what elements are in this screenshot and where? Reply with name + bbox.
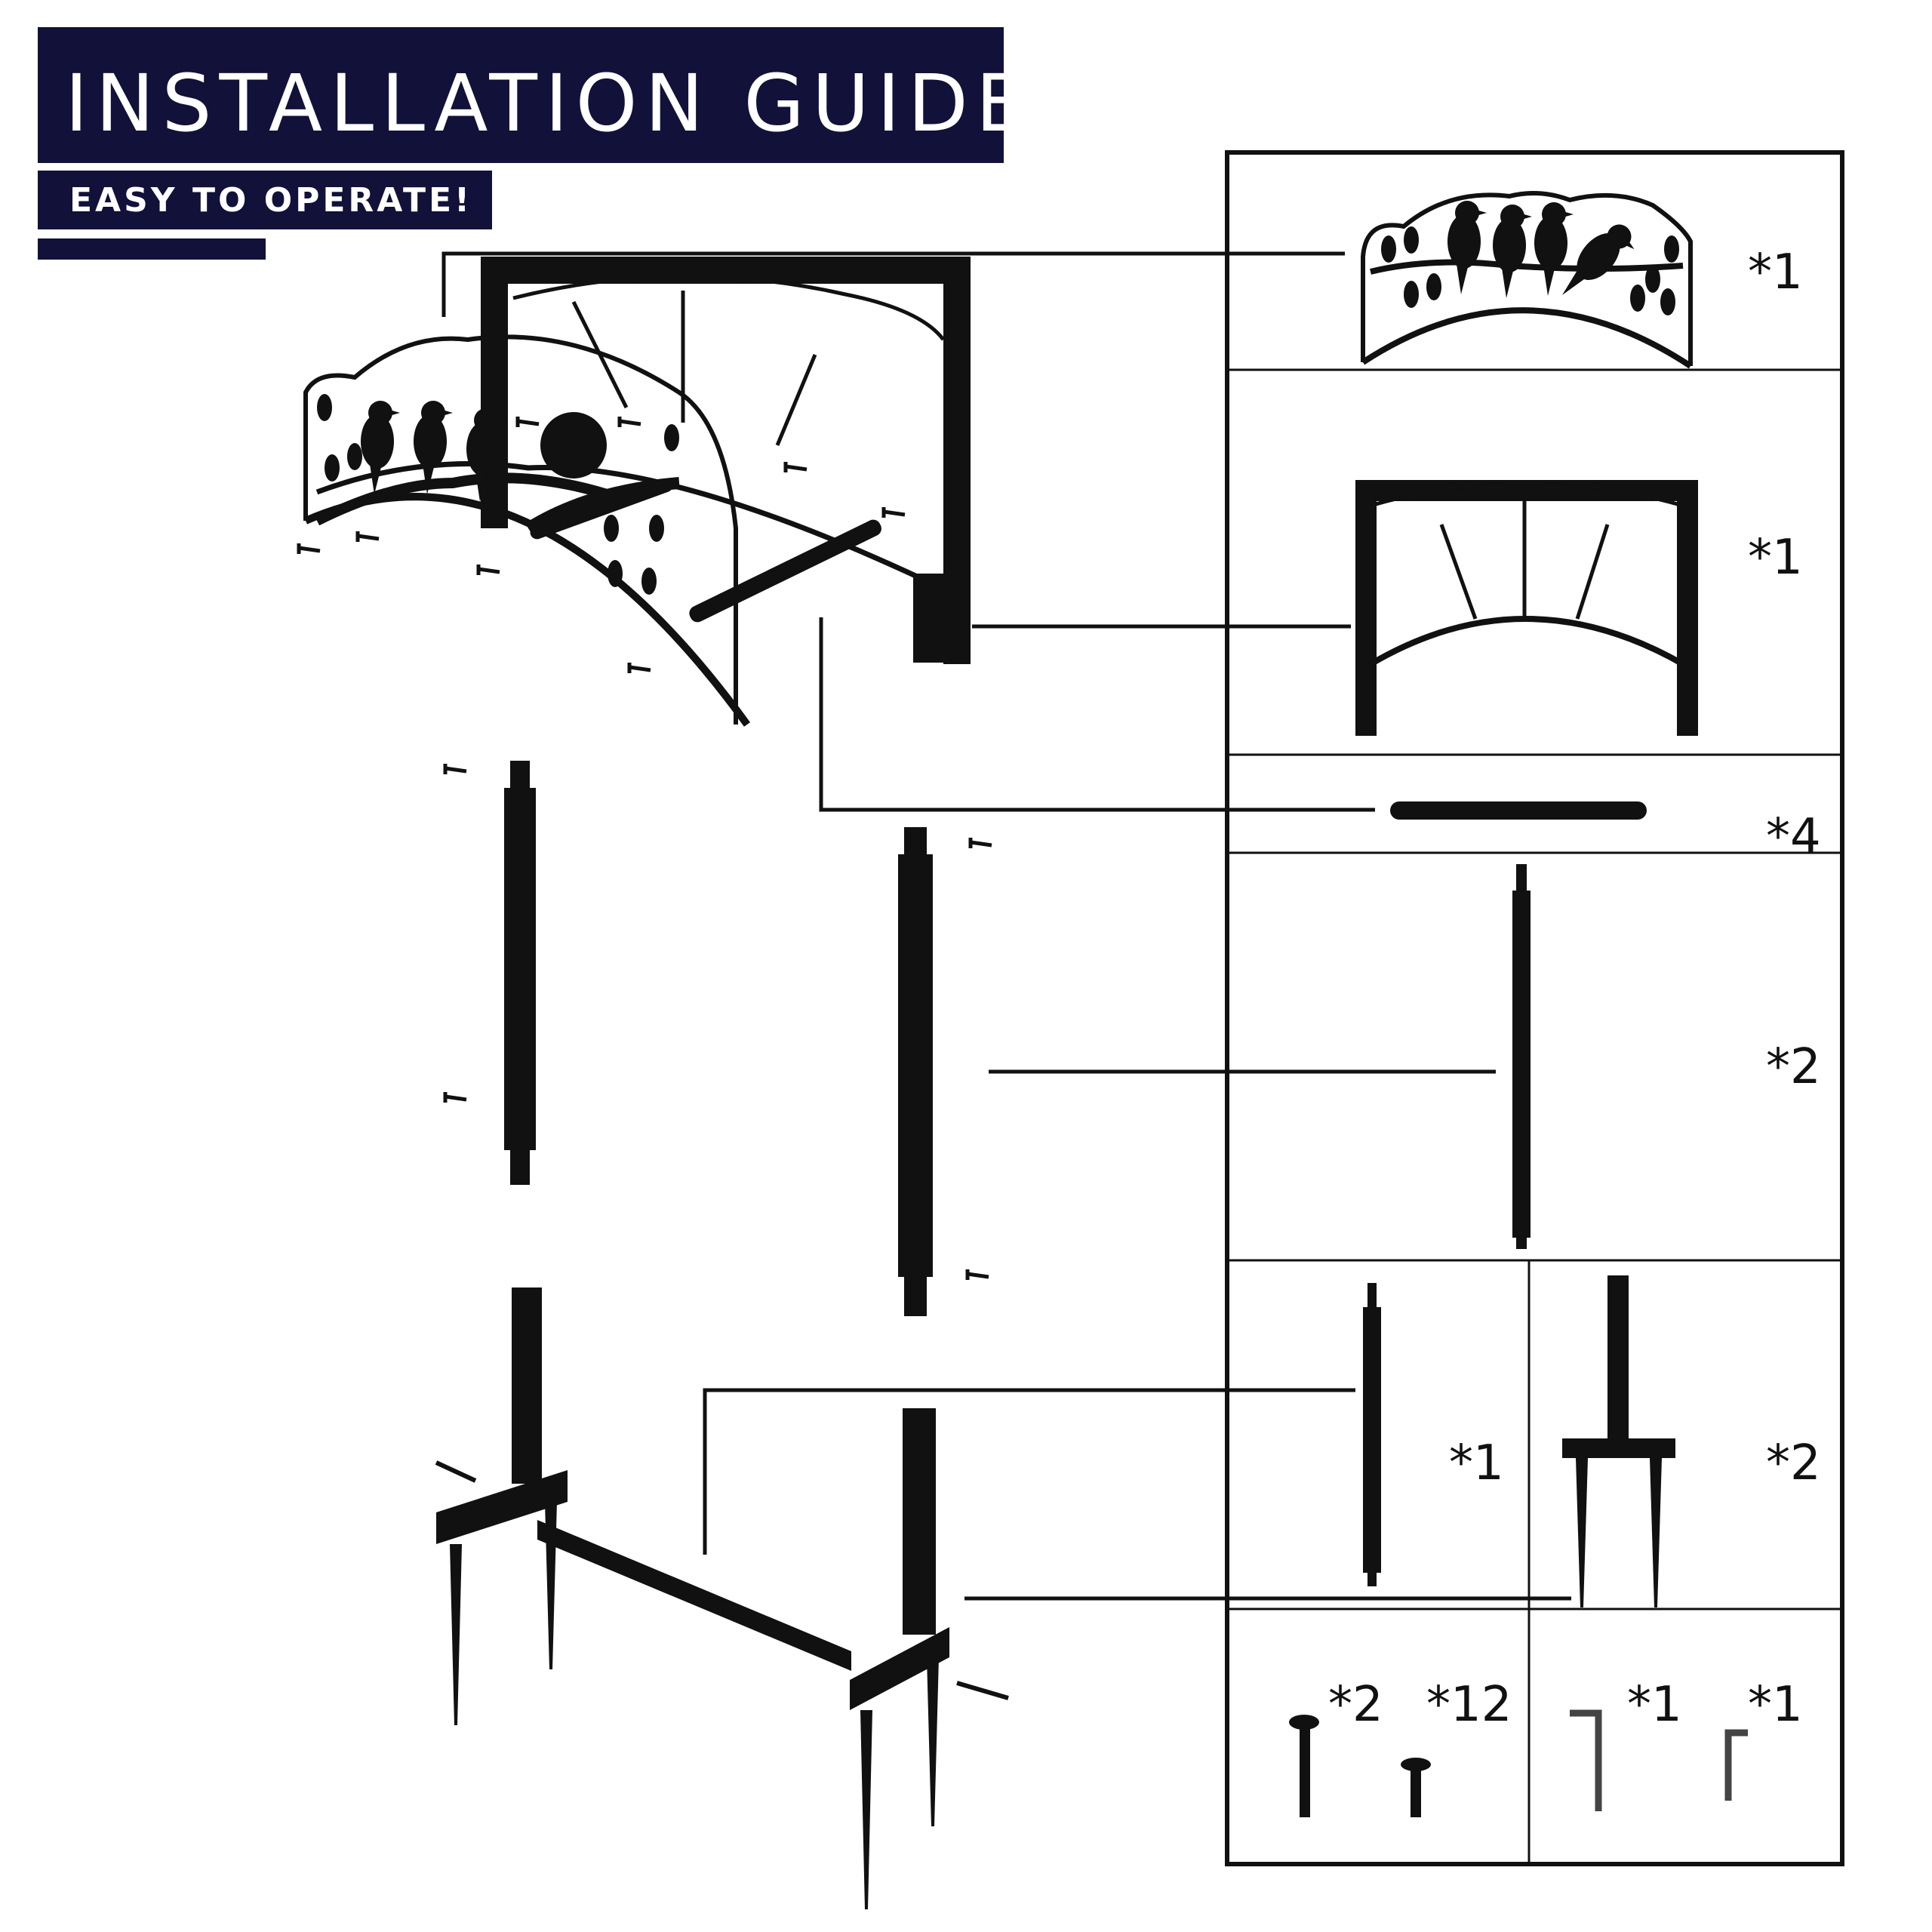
part-ground-stake-base: [1562, 1275, 1675, 1607]
assembled-upright-poles: [445, 761, 992, 1316]
part-cross-tube: [1390, 801, 1647, 820]
part-center-pole: [1363, 1283, 1381, 1586]
part-long-bolt: [1289, 1715, 1319, 1817]
part-top-arch-frame: [1355, 480, 1698, 736]
part-short-bolt: [1401, 1758, 1431, 1817]
page-title: INSTALLATION GUIDE: [65, 57, 1033, 149]
qty-ground-stake-base: *2: [1766, 1435, 1821, 1491]
qty-short-bolt: *12: [1426, 1677, 1512, 1733]
accent-bar: [38, 238, 266, 260]
assembled-base: [435, 1287, 1009, 1909]
connector-lines: [441, 251, 1571, 1601]
assembled-arch-top: [299, 257, 971, 727]
qty-large-hex-key: *1: [1627, 1677, 1682, 1733]
part-large-hex-key: [1570, 1709, 1602, 1811]
qty-upright-pole: *2: [1766, 1039, 1821, 1095]
parts-table: [1225, 150, 1844, 1866]
qty-long-bolt: *2: [1328, 1677, 1383, 1733]
qty-bird-panel: *1: [1748, 245, 1803, 300]
subtitle-banner: EASY TO OPERATE!: [38, 171, 492, 229]
qty-center-pole: *1: [1449, 1435, 1504, 1491]
part-upright-pole: [1512, 864, 1531, 1249]
title-banner: INSTALLATION GUIDE: [38, 27, 1026, 163]
qty-small-hex-key: *1: [1748, 1677, 1803, 1733]
part-bird-panel: [1361, 191, 1693, 369]
page-subtitle: EASY TO OPERATE!: [69, 181, 473, 220]
qty-cross-tube: *4: [1766, 809, 1821, 865]
part-small-hex-key: [1724, 1729, 1748, 1801]
qty-top-arch-frame: *1: [1748, 530, 1803, 586]
